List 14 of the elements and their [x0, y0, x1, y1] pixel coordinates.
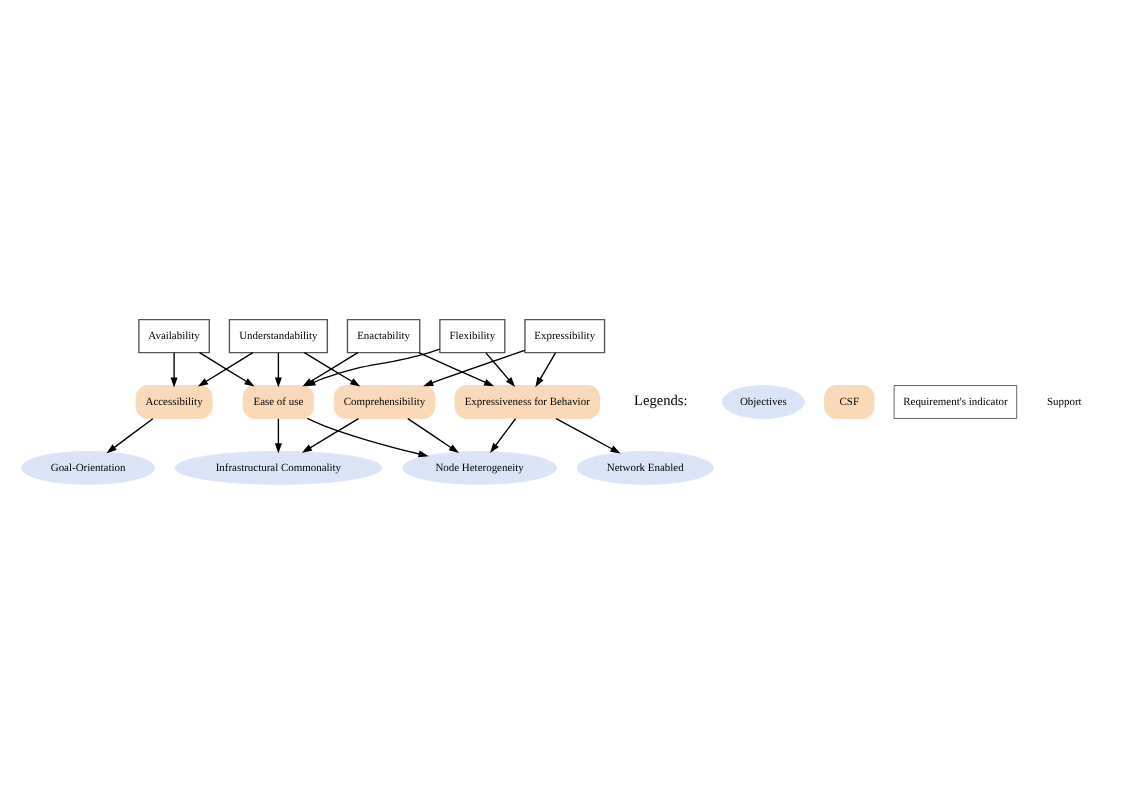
arrow: [106, 418, 154, 454]
arrow: [274, 418, 282, 454]
arrow: [274, 352, 282, 388]
arrow: [555, 417, 621, 454]
arrow: [535, 352, 557, 388]
arrow: [418, 352, 495, 387]
arrow: [407, 417, 459, 454]
arrow: [490, 418, 517, 453]
arrow: [306, 417, 429, 458]
arrow: [485, 352, 516, 387]
arrow: [423, 349, 526, 387]
arrow: [301, 417, 360, 453]
label: Legends:: [634, 391, 688, 410]
arrow: [170, 352, 178, 388]
